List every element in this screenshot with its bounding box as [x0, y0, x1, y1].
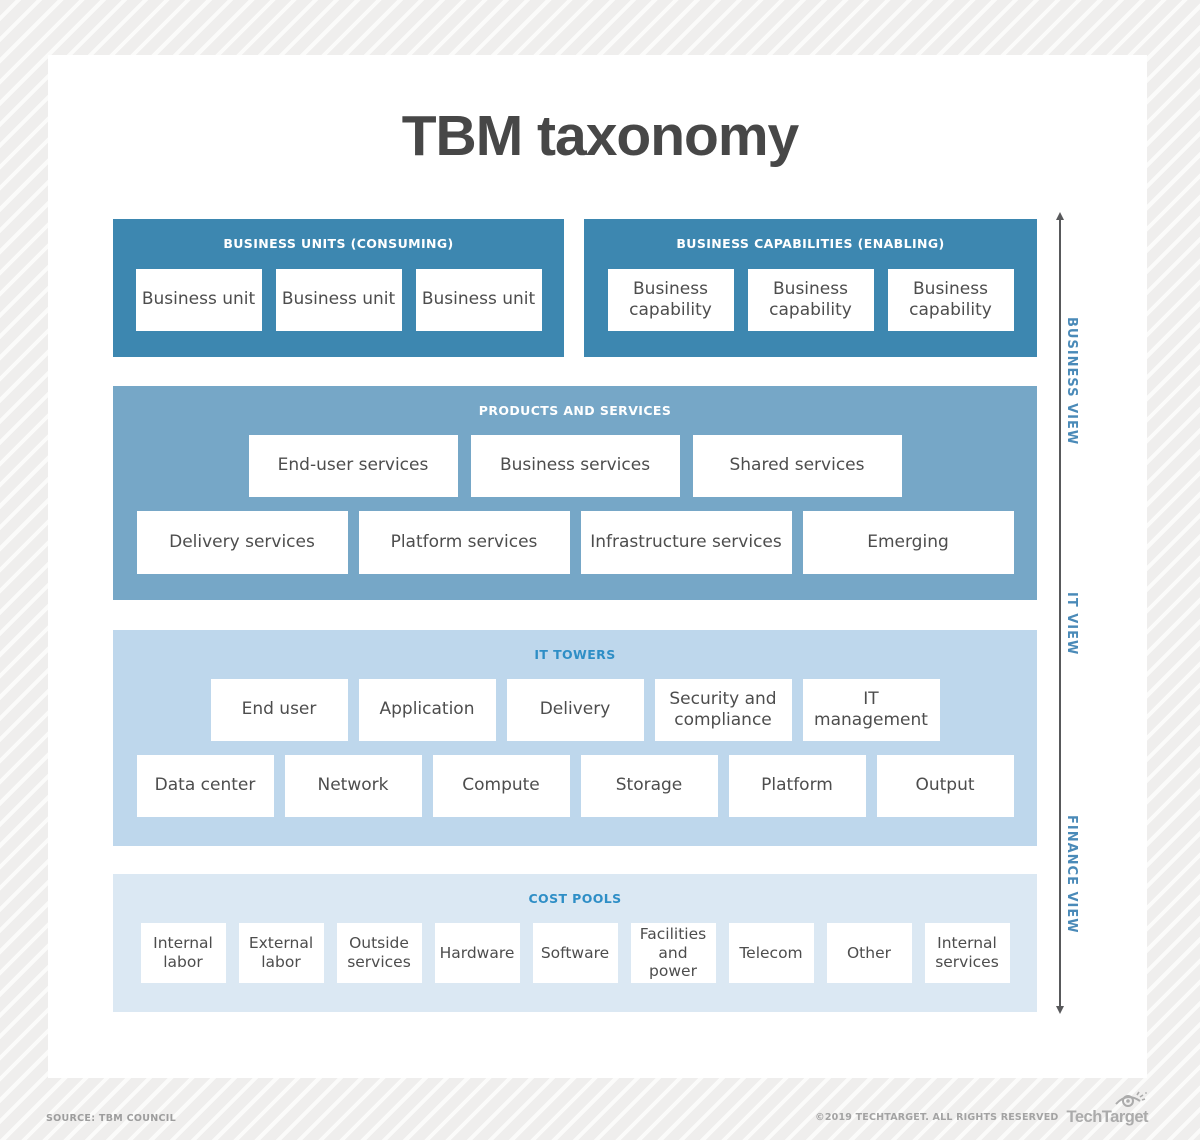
- box-business-services: Business services: [470, 435, 680, 497]
- band-it-towers: IT TOWERS End user Application Delivery …: [113, 630, 1037, 846]
- view-span-arrow: [1056, 212, 1064, 1014]
- arrow-up-icon: [1056, 212, 1064, 220]
- box-platform: Platform: [728, 755, 866, 817]
- techtarget-wordmark: TechTarget: [1066, 1108, 1149, 1126]
- box-other: Other: [826, 923, 912, 983]
- box-output: Output: [876, 755, 1014, 817]
- box-internal-services: Internal services: [924, 923, 1010, 983]
- band-business-units-title: BUSINESS UNITS (CONSUMING): [223, 236, 454, 251]
- box-facilities-and-power: Facilities and power: [630, 923, 716, 983]
- techtarget-eye-icon: [1115, 1091, 1147, 1107]
- footer-right: ©2019 TECHTARGET. ALL RIGHTS RESERVED Te…: [815, 1090, 1148, 1126]
- page-title: TBM taxonomy: [401, 104, 800, 168]
- box-storage: Storage: [580, 755, 718, 817]
- box-delivery: Delivery: [506, 679, 644, 741]
- techtarget-logo: TechTarget: [1066, 1090, 1149, 1126]
- cost-pools-row: Internal labor External labor Outside se…: [113, 923, 1037, 983]
- box-business-unit: Business unit: [415, 269, 542, 331]
- band-business-capabilities: BUSINESS CAPABILITIES (ENABLING) Busines…: [584, 219, 1037, 357]
- box-business-capability: Business capability: [747, 269, 874, 331]
- box-platform-services: Platform services: [358, 511, 570, 574]
- band-it-towers-title: IT TOWERS: [534, 647, 616, 662]
- arrow-line: [1059, 219, 1061, 1007]
- box-external-labor: External labor: [238, 923, 324, 983]
- business-units-row: Business unit Business unit Business uni…: [113, 269, 564, 331]
- copyright-text: ©2019 TECHTARGET. ALL RIGHTS RESERVED: [815, 1111, 1059, 1123]
- box-internal-labor: Internal labor: [140, 923, 226, 983]
- business-capabilities-row: Business capability Business capability …: [584, 269, 1037, 331]
- view-label-business: BUSINESS VIEW: [1064, 317, 1079, 446]
- box-network: Network: [284, 755, 422, 817]
- band-business-units: BUSINESS UNITS (CONSUMING) Business unit…: [113, 219, 564, 357]
- source-attribution: SOURCE: TBM COUNCIL: [46, 1113, 176, 1124]
- band-cost-pools: COST POOLS Internal labor External labor…: [113, 874, 1037, 1012]
- band-cost-pools-title: COST POOLS: [528, 891, 622, 906]
- box-it-management: IT management: [802, 679, 940, 741]
- box-business-unit: Business unit: [275, 269, 402, 331]
- box-hardware: Hardware: [434, 923, 520, 983]
- band-products-and-services-title: PRODUCTS AND SERVICES: [478, 403, 672, 418]
- box-end-user: End user: [210, 679, 348, 741]
- box-business-capability: Business capability: [607, 269, 734, 331]
- box-delivery-services: Delivery services: [136, 511, 348, 574]
- box-security-and-compliance: Security and compliance: [654, 679, 792, 741]
- box-emerging: Emerging: [802, 511, 1014, 574]
- box-software: Software: [532, 923, 618, 983]
- box-business-capability: Business capability: [887, 269, 1014, 331]
- band-products-and-services: PRODUCTS AND SERVICES End-user services …: [113, 386, 1037, 600]
- view-label-finance: FINANCE VIEW: [1064, 815, 1079, 934]
- box-infrastructure-services: Infrastructure services: [580, 511, 792, 574]
- band-business-capabilities-title: BUSINESS CAPABILITIES (ENABLING): [676, 236, 945, 251]
- box-telecom: Telecom: [728, 923, 814, 983]
- arrow-down-icon: [1056, 1006, 1064, 1014]
- products-services-row-2: Delivery services Platform services Infr…: [113, 511, 1037, 574]
- box-shared-services: Shared services: [692, 435, 902, 497]
- box-outside-services: Outside services: [336, 923, 422, 983]
- box-application: Application: [358, 679, 496, 741]
- box-business-unit: Business unit: [135, 269, 262, 331]
- box-end-user-services: End-user services: [248, 435, 458, 497]
- view-label-it: IT VIEW: [1064, 592, 1079, 656]
- it-towers-row-1: End user Application Delivery Security a…: [113, 679, 1037, 741]
- box-data-center: Data center: [136, 755, 274, 817]
- products-services-row-1: End-user services Business services Shar…: [113, 435, 1037, 497]
- box-compute: Compute: [432, 755, 570, 817]
- it-towers-row-2: Data center Network Compute Storage Plat…: [113, 755, 1037, 817]
